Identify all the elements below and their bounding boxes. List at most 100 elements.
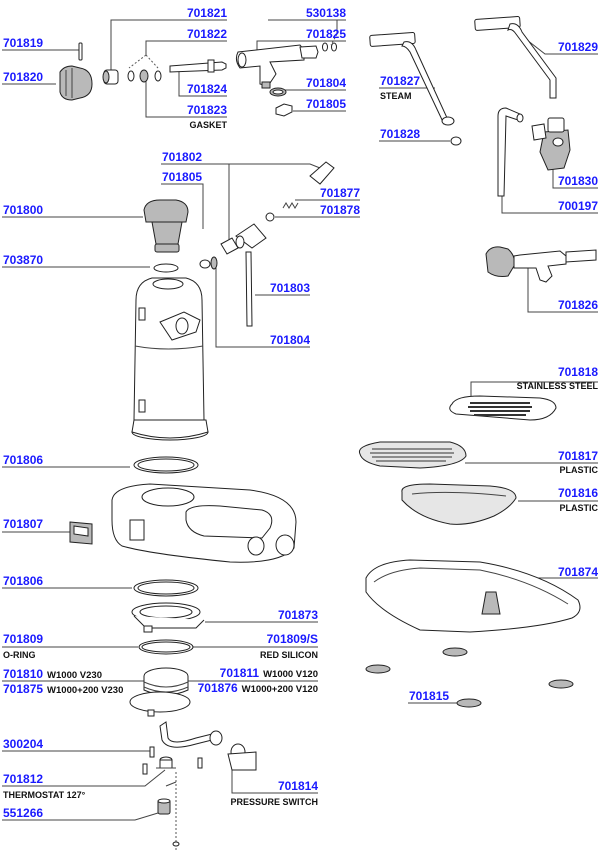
leader-701823: [145, 80, 227, 118]
label-701816[interactable]: 701816: [557, 486, 598, 500]
label-701818[interactable]: 701818: [557, 365, 598, 379]
label-701815[interactable]: 701815: [409, 689, 450, 703]
part-body-base: [111, 483, 297, 563]
note-pressure-switch: PRESSURE SWITCH: [230, 797, 318, 807]
label-701825[interactable]: 701825: [305, 27, 346, 41]
code-701875: 701875: [3, 682, 44, 696]
label-701814[interactable]: 701814: [277, 779, 318, 793]
part-703870-oring: [153, 263, 179, 273]
part-701804a-ring: [269, 87, 287, 97]
part-530138-rings: [322, 42, 337, 52]
leader-701830: [552, 168, 598, 189]
part-701815-feet: [365, 647, 574, 708]
label-530138[interactable]: 530138: [305, 6, 346, 20]
label-701878[interactable]: 701878: [319, 203, 360, 217]
label-701805-top[interactable]: 701805: [305, 97, 346, 111]
part-701819-pin: [78, 42, 83, 61]
part-701816-drip-pan: [401, 483, 517, 525]
label-701829[interactable]: 701829: [557, 40, 598, 54]
part-701800-knob: [143, 199, 189, 253]
spec-701811: W1000 V120: [263, 669, 318, 680]
note-plastic-tray: PLASTIC: [559, 465, 598, 475]
part-700197-tube: [497, 107, 524, 197]
leader-701829: [526, 39, 598, 55]
spec-701875: W1000+200 V230: [47, 685, 124, 696]
label-701830[interactable]: 701830: [557, 174, 598, 188]
part-551266-cap: [157, 798, 171, 815]
label-701809s[interactable]: 701809/S: [266, 632, 318, 646]
label-701804-mid[interactable]: 701804: [269, 333, 310, 347]
part-701829-wand: [474, 16, 557, 99]
part-701826-valve-assembly: [485, 246, 597, 283]
part-701824-shaft: [169, 59, 227, 73]
leader-701814: [231, 763, 318, 794]
leader-551266: [2, 812, 159, 821]
label-701827[interactable]: 701827: [380, 74, 421, 88]
leader-701805b: [161, 183, 204, 229]
label-701803[interactable]: 701803: [269, 281, 310, 295]
label-701802[interactable]: 701802: [162, 150, 203, 164]
part-701827-steam-wand: [369, 32, 455, 126]
label-300204[interactable]: 300204: [3, 737, 44, 751]
leader-700197: [501, 196, 598, 214]
label-701805-mid[interactable]: 701805: [162, 170, 203, 184]
label-701804-top[interactable]: 701804: [305, 76, 346, 90]
label-701812[interactable]: 701812: [3, 772, 44, 786]
label-701806-top[interactable]: 701806: [3, 453, 44, 467]
label-701807[interactable]: 701807: [3, 517, 44, 531]
leader-701804b: [215, 268, 310, 348]
part-701809-oring: [138, 639, 194, 655]
part-701817-tray: [358, 441, 467, 469]
label-701819[interactable]: 701819: [3, 36, 44, 50]
part-701807-switch: [69, 521, 93, 545]
note-o-ring: O-RING: [3, 650, 36, 660]
part-701806a-gasket: [133, 456, 199, 474]
part-701830-valve: [531, 117, 571, 171]
label-701806-bottom[interactable]: 701806: [3, 574, 44, 588]
label-701822[interactable]: 701822: [186, 27, 227, 41]
label-701873[interactable]: 701873: [277, 608, 318, 622]
label-551266[interactable]: 551266: [3, 806, 44, 820]
label-701821[interactable]: 701821: [186, 6, 227, 20]
part-701805a-nut: [275, 103, 293, 117]
part-701804b-ring: [210, 256, 218, 270]
part-701878-nipple: [265, 212, 275, 222]
spec-701876: W1000+200 V120: [241, 684, 318, 695]
note-gasket: GASKET: [189, 120, 227, 130]
label-701809[interactable]: 701809: [3, 632, 44, 646]
label-701826[interactable]: 701826: [557, 298, 598, 312]
part-701814-pressure-switch: [227, 743, 257, 771]
part-boiler: [131, 277, 209, 441]
label-701817[interactable]: 701817: [557, 449, 598, 463]
part-701802-cap: [309, 161, 335, 185]
label-701874[interactable]: 701874: [557, 565, 598, 579]
label-701823[interactable]: 701823: [186, 103, 227, 117]
spec-701810: W1000 V230: [47, 670, 102, 681]
part-701820-knob: [59, 65, 93, 101]
label-701820[interactable]: 701820: [3, 70, 44, 84]
label-701824[interactable]: 701824: [186, 82, 227, 96]
part-heater-pipe: [159, 721, 223, 748]
note-steam: STEAM: [380, 91, 412, 101]
code-701810: 701810: [3, 667, 44, 681]
code-701876: 701876: [197, 681, 238, 695]
note-thermostat: THERMOSTAT 127°: [3, 790, 86, 800]
label-703870[interactable]: 703870: [3, 253, 44, 267]
label-701828[interactable]: 701828: [380, 127, 421, 141]
part-701802-fitting: [220, 237, 239, 255]
label-700197[interactable]: 700197: [557, 199, 598, 213]
part-washer: [172, 841, 180, 847]
part-701821-nut: [102, 69, 119, 85]
leader-701822: [145, 40, 227, 55]
part-701828-tip: [450, 136, 462, 146]
label-701800[interactable]: 701800: [3, 203, 44, 217]
part-701812-thermostat: [156, 756, 177, 787]
leader-lines: [2, 19, 598, 852]
part-701822-seals: [127, 69, 162, 83]
label-701877[interactable]: 701877: [319, 186, 360, 200]
leader-701802: [161, 163, 321, 169]
